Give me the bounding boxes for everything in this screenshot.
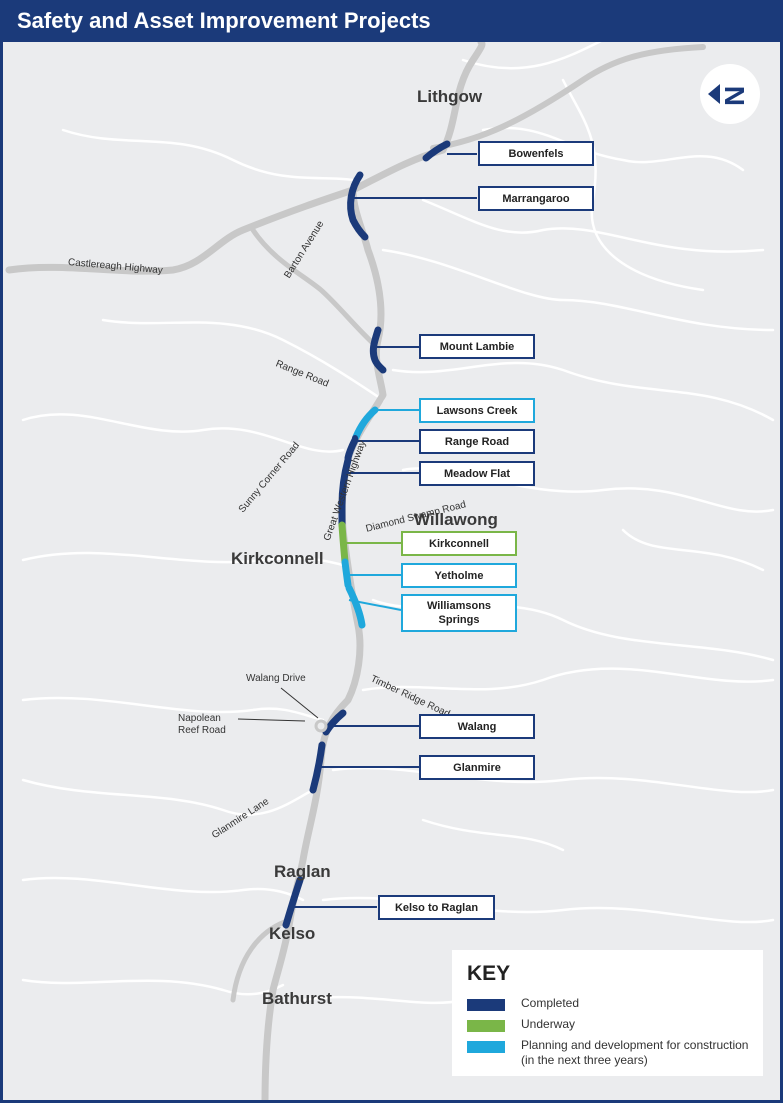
label-lawsons-creek: Lawsons Creek — [419, 398, 535, 423]
legend-label-planning: Planning and development for constructio… — [521, 1038, 749, 1067]
place-kelso: Kelso — [269, 924, 316, 943]
range-road-junction-dot — [352, 435, 358, 441]
map-legend: KEY Completed Underway Planning and deve… — [452, 950, 763, 1076]
segment-kelso-raglan — [282, 876, 304, 929]
major-roads — [5, 38, 706, 1100]
segment-glanmire — [309, 741, 326, 794]
label-kirkconnell: Kirkconnell — [401, 531, 517, 556]
legend-swatch-planning — [467, 1041, 505, 1053]
label-meadow-flat: Meadow Flat — [419, 461, 535, 486]
label-kelso-to-raglan: Kelso to Raglan — [378, 895, 495, 920]
segment-bowenfels — [422, 140, 451, 162]
label-walang: Walang — [419, 714, 535, 739]
segment-lawsons-creek — [352, 406, 379, 441]
place-kirkconnell: Kirkconnell — [231, 549, 324, 568]
road-napolean-reef: Napolean Reef Road — [178, 713, 226, 736]
north-letter: N — [719, 86, 750, 106]
legend-title: KEY — [467, 962, 511, 985]
leader-lines — [237, 153, 477, 908]
legend-swatch-completed — [467, 999, 505, 1011]
project-segments — [282, 140, 451, 929]
label-marrangaroo: Marrangaroo — [478, 186, 594, 211]
label-williamsons-springs: Williamsons Springs — [401, 594, 517, 632]
map-canvas — [5, 38, 775, 1100]
legend-item-underway: Underway — [467, 1017, 751, 1032]
place-lithgow: Lithgow — [417, 87, 483, 106]
legend-label-completed: Completed — [521, 996, 580, 1010]
map-title: Safety and Asset Improvement Projects — [3, 0, 780, 42]
road-walang-drive: Walang Drive — [246, 673, 306, 684]
north-arrow-icon: N — [700, 64, 760, 124]
label-bowenfels: Bowenfels — [478, 141, 594, 166]
label-mount-lambie: Mount Lambie — [419, 334, 535, 359]
legend-item-completed: Completed — [467, 996, 751, 1011]
place-bathurst: Bathurst — [262, 989, 332, 1008]
walang-roundabout — [314, 719, 328, 733]
legend-swatch-underway — [467, 1020, 505, 1032]
label-range-road: Range Road — [419, 429, 535, 454]
place-willawong: Willawong — [414, 510, 498, 529]
segment-marrangaroo — [347, 171, 369, 241]
segment-mount-lambie — [369, 326, 387, 374]
place-raglan: Raglan — [274, 862, 331, 881]
legend-item-planning: Planning and development for constructio… — [467, 1038, 751, 1068]
segment-williamsons-springs — [345, 584, 366, 629]
label-yetholme: Yetholme — [401, 563, 517, 588]
legend-label-underway: Underway — [521, 1017, 576, 1031]
label-glanmire: Glanmire — [419, 755, 535, 780]
segment-yetholme — [341, 558, 352, 589]
segment-walang — [322, 709, 347, 736]
